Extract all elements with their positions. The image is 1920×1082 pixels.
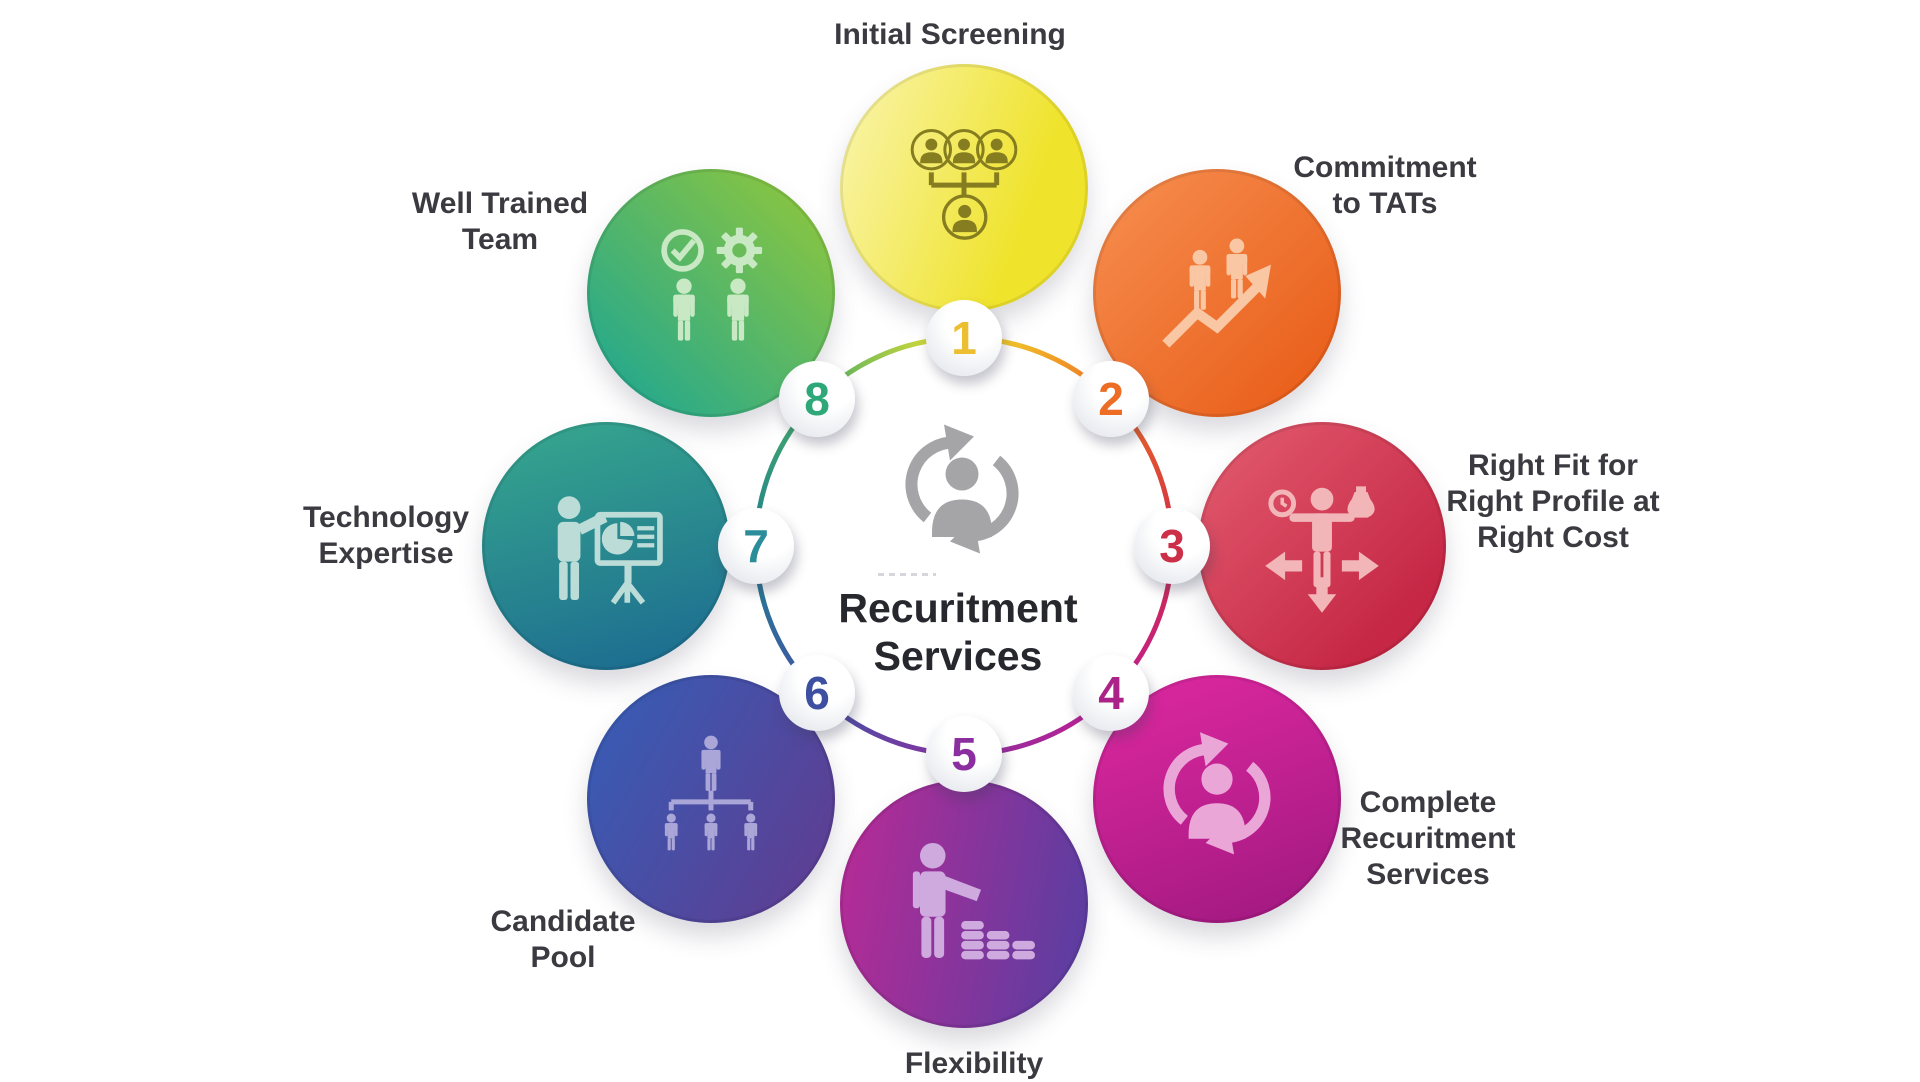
label-candidate-pool: Candidate Pool bbox=[490, 905, 636, 974]
clock-gear-team-icon bbox=[661, 227, 763, 341]
step-badge-7: 7 bbox=[718, 508, 794, 584]
step-number: 3 bbox=[1159, 520, 1185, 572]
initial-screening-icon bbox=[910, 128, 1018, 240]
label-initial-screening: Initial Screening bbox=[834, 18, 1066, 51]
step-badge-3: 3 bbox=[1134, 508, 1210, 584]
label-commitment-tats: Commitment to TATs bbox=[1293, 151, 1477, 220]
center-title-line2: Services bbox=[873, 633, 1043, 679]
center-title: Recuritment Services bbox=[838, 584, 1077, 680]
recycle-person-icon bbox=[887, 420, 1037, 570]
person-choice-arrows-icon bbox=[1265, 486, 1379, 613]
step-number: 7 bbox=[743, 520, 769, 572]
step-badge-2: 2 bbox=[1073, 361, 1149, 437]
step-badge-4: 4 bbox=[1073, 655, 1149, 731]
step-badge-6: 6 bbox=[779, 655, 855, 731]
label-well-trained-team: Well Trained Team bbox=[411, 187, 589, 256]
step-number: 5 bbox=[951, 728, 977, 780]
circle-initial-screening bbox=[840, 64, 1088, 312]
circle-right-fit bbox=[1198, 422, 1446, 670]
step-badge-1: 1 bbox=[926, 300, 1002, 376]
faint-watermark bbox=[878, 573, 936, 576]
label-technology-expertise: Technology Expertise bbox=[302, 501, 470, 570]
step-badge-5: 5 bbox=[926, 716, 1002, 792]
step-badge-8: 8 bbox=[779, 361, 855, 437]
circle-flexibility bbox=[840, 780, 1088, 1028]
presenter-board-icon bbox=[557, 496, 663, 605]
people-growth-arrow-icon bbox=[1162, 238, 1271, 348]
center-title-line1: Recuritment bbox=[838, 585, 1078, 631]
step-number: 2 bbox=[1098, 373, 1124, 425]
candidate-pool-icon bbox=[664, 735, 758, 851]
circle-technology-expertise bbox=[482, 422, 730, 670]
recycle-person-icon bbox=[1146, 728, 1288, 870]
label-complete-recruitment: Complete Recuritment Services bbox=[1340, 786, 1516, 891]
label-right-fit: Right Fit for Right Profile at Right Cos… bbox=[1446, 449, 1660, 554]
step-number: 1 bbox=[951, 312, 977, 364]
label-flexibility: Flexibility bbox=[904, 1047, 1044, 1080]
step-number: 8 bbox=[804, 373, 830, 425]
step-number: 6 bbox=[804, 667, 830, 719]
person-coins-icon bbox=[912, 842, 1035, 960]
step-number: 4 bbox=[1098, 667, 1124, 719]
